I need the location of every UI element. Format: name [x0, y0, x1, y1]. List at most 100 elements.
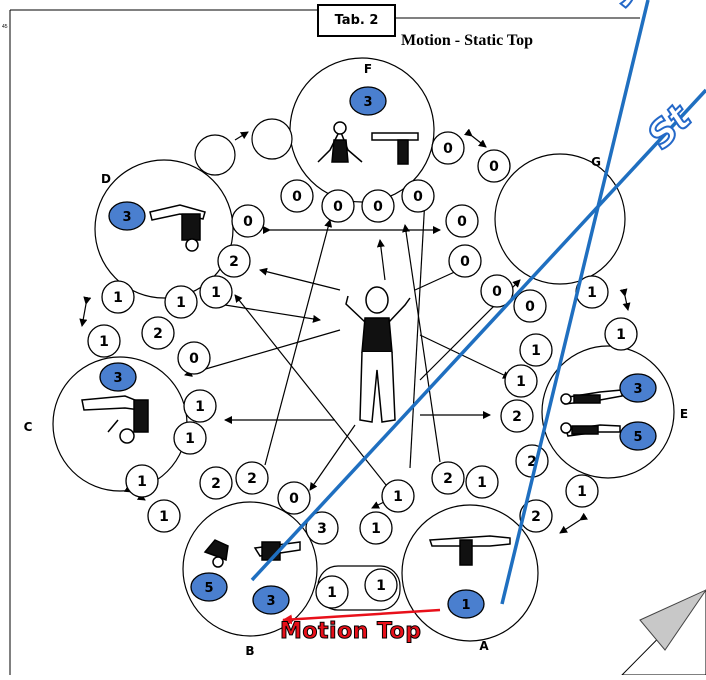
figure-e	[560, 389, 623, 437]
number-node-label: 1	[113, 290, 123, 306]
number-node-circle	[315, 575, 349, 609]
badge-label-e-top: 3	[633, 382, 642, 397]
arrow	[559, 512, 589, 534]
number-node-circle	[361, 189, 395, 223]
number-node-circle	[519, 333, 553, 367]
number-node-circle	[519, 499, 553, 533]
number-node-circle	[480, 274, 514, 308]
number-node-label: 1	[371, 521, 381, 537]
station-circle-b	[182, 501, 318, 637]
station-circles	[52, 57, 675, 642]
number-node-label: 2	[153, 326, 163, 342]
arrow	[376, 239, 386, 281]
station-circle-e	[541, 345, 675, 479]
arrow	[419, 334, 511, 379]
number-node-circle	[277, 481, 311, 515]
number-node-circle	[504, 364, 538, 398]
number-node-label: 2	[211, 476, 221, 492]
arrow	[184, 329, 341, 377]
number-node-circle	[235, 461, 269, 495]
badge-label-f: 3	[363, 95, 372, 110]
number-node-label: 0	[492, 284, 502, 300]
number-node-label: 0	[413, 189, 423, 205]
number-node-circle	[141, 316, 175, 350]
station-label-e: E	[680, 407, 688, 421]
number-node-label: 0	[189, 351, 199, 367]
number-node-circle	[101, 280, 135, 314]
arrow	[619, 288, 631, 311]
arrow	[464, 128, 487, 148]
gymnast-figures	[81, 121, 623, 568]
number-node-circle	[604, 317, 638, 351]
station-label-f: F	[364, 62, 372, 76]
number-node-circle	[445, 204, 479, 238]
arrow	[309, 424, 356, 491]
number-node-label: 0	[443, 141, 453, 157]
station-label-b: B	[245, 644, 254, 658]
badge-b-left	[190, 572, 228, 602]
number-node-circle	[164, 285, 198, 319]
number-node-label: 1	[176, 295, 186, 311]
number-node-circle	[177, 341, 211, 375]
number-node-label: 0	[292, 189, 302, 205]
number-node-circle	[305, 511, 339, 545]
number-node-circle	[513, 289, 547, 323]
number-node-circle	[217, 244, 251, 278]
badge-label-b-left: 5	[204, 581, 213, 596]
badge-f	[349, 86, 387, 116]
number-node-label: 1	[587, 285, 597, 301]
number-node-circle	[431, 461, 465, 495]
figure-f	[317, 121, 419, 165]
number-node-circle	[199, 466, 233, 500]
number-node-circle	[431, 131, 465, 165]
station-label-d: D	[101, 172, 111, 186]
station-circle-g	[494, 153, 626, 285]
number-node-circle	[477, 149, 511, 183]
badge-label-c: 3	[113, 371, 122, 386]
figure-d	[149, 204, 206, 252]
station-label-a: A	[479, 639, 489, 653]
number-node-circle	[125, 464, 159, 498]
number-node-label: 2	[247, 471, 257, 487]
number-node-label: 1	[577, 484, 587, 500]
arrow	[402, 224, 441, 463]
number-node-label: 0	[460, 254, 470, 270]
arrow	[79, 296, 92, 327]
number-node-label: 1	[195, 399, 205, 415]
number-node-label: 1	[211, 285, 221, 301]
badge-a	[447, 589, 485, 619]
page-title: Motion - Static Top	[401, 32, 534, 49]
number-node-circle	[199, 275, 233, 309]
number-node-label: 2	[229, 254, 239, 270]
badge-b-right	[252, 585, 290, 615]
number-node-label: 0	[243, 214, 253, 230]
number-node-label: 1	[393, 489, 403, 505]
badge-label-e-bottom: 5	[633, 430, 642, 445]
empty-circle-1	[194, 134, 236, 176]
number-node-label: 0	[457, 214, 467, 230]
station-label-g: G	[591, 155, 601, 169]
arrow	[234, 131, 249, 141]
number-node-circle	[147, 499, 181, 533]
badge-e-bottom	[619, 421, 657, 451]
number-node-circle	[401, 179, 435, 213]
number-node-label: 0	[333, 199, 343, 215]
number-node-label: 1	[616, 327, 626, 343]
badge-label-a: 1	[461, 598, 470, 613]
arrow	[259, 267, 341, 291]
number-node-circle	[280, 179, 314, 213]
number-node-circle	[87, 324, 121, 358]
number-node-label: 1	[99, 334, 109, 350]
arrow	[409, 197, 429, 469]
station-circle-a	[401, 504, 539, 642]
badge-c	[99, 362, 137, 392]
number-node-circle	[183, 389, 217, 423]
tab-label: Tab. 2	[317, 4, 396, 37]
number-node-label: 1	[376, 578, 386, 594]
number-node-circle	[231, 204, 265, 238]
number-node-label: 1	[137, 474, 147, 490]
number-node-circle	[565, 474, 599, 508]
figure-b	[203, 539, 301, 568]
